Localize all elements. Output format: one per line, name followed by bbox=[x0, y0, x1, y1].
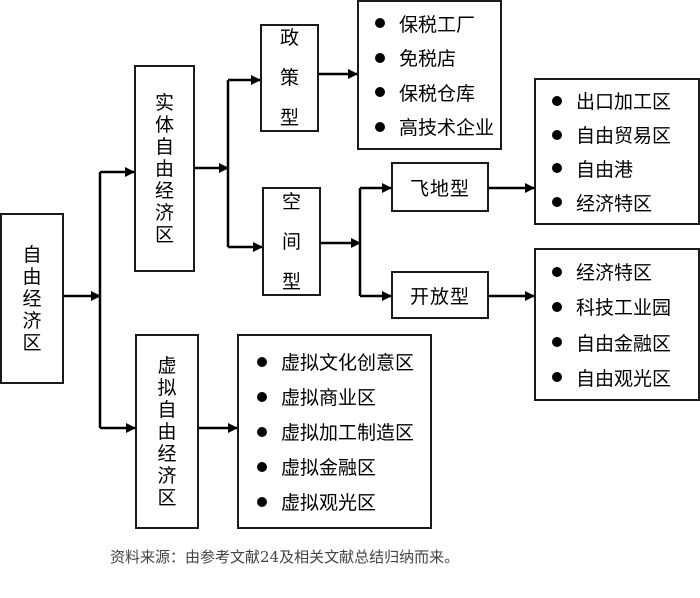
list-item: 虚拟观光区 bbox=[257, 488, 430, 515]
list-item: 虚拟金融区 bbox=[257, 453, 430, 480]
list-item: 高技术企业 bbox=[375, 113, 500, 140]
list-item: 出口加工区 bbox=[552, 87, 698, 114]
list-item-label: 虚拟金融区 bbox=[281, 457, 377, 479]
list-item: 保税仓库 bbox=[375, 79, 500, 106]
list-item: 科技工业园 bbox=[552, 293, 698, 320]
list-item: 虚拟加工制造区 bbox=[257, 418, 430, 445]
enclave-examples-list: 出口加工区 自由贸易区 自由港 经济特区 bbox=[534, 78, 700, 225]
list-item: 免税店 bbox=[375, 44, 500, 71]
list-item: 虚拟商业区 bbox=[257, 383, 430, 410]
label-char: 自 bbox=[157, 398, 177, 421]
label-char: 济 bbox=[154, 201, 174, 224]
label-char: 型 bbox=[279, 107, 299, 129]
list-item-label: 高技术企业 bbox=[399, 117, 495, 140]
virtual-node-label: 虚 拟 自 由 经 济 区 bbox=[137, 336, 197, 527]
label-char: 济 bbox=[157, 464, 177, 487]
node-virtual-free-economic-zone: 虚 拟 自 由 经 济 区 bbox=[135, 334, 199, 529]
label-char: 由 bbox=[154, 157, 174, 180]
list-item: 自由观光区 bbox=[552, 364, 698, 391]
label-char: 区 bbox=[154, 223, 174, 246]
label-char: 自 bbox=[22, 243, 42, 266]
label-char: 间 bbox=[281, 230, 301, 253]
enclave-node-label: 飞地型 bbox=[409, 177, 470, 200]
list-item-label: 自由港 bbox=[576, 158, 634, 181]
bullet-icon bbox=[552, 163, 562, 174]
list-item: 经济特区 bbox=[552, 258, 698, 285]
virtual-examples-list: 虚拟文化创意区 虚拟商业区 虚拟加工制造区 虚拟金融区 虚拟观光区 bbox=[237, 334, 432, 529]
open-examples-list: 经济特区 科技工业园 自由金融区 自由观光区 bbox=[534, 248, 700, 401]
bullet-icon bbox=[552, 95, 562, 106]
list-item: 自由港 bbox=[552, 155, 698, 182]
list-item: 虚拟文化创意区 bbox=[257, 348, 430, 375]
physical-node-label: 实 体 自 由 经 济 区 bbox=[136, 67, 193, 270]
list-item-label: 自由金融区 bbox=[576, 332, 672, 355]
label-char: 区 bbox=[157, 486, 177, 509]
label-char: 经 bbox=[22, 287, 42, 310]
bullet-icon bbox=[552, 372, 562, 383]
list-item-label: 保税仓库 bbox=[399, 82, 476, 105]
list-item: 自由贸易区 bbox=[552, 121, 698, 148]
bullet-icon bbox=[552, 266, 562, 277]
node-open-type: 开放型 bbox=[391, 271, 489, 319]
label-char: 经 bbox=[154, 179, 174, 202]
policy-examples-list: 保税工厂 免税店 保税仓库 高技术企业 bbox=[357, 0, 502, 150]
bullet-icon bbox=[375, 121, 385, 132]
list-item-label: 出口加工区 bbox=[576, 91, 672, 114]
label-char: 济 bbox=[22, 309, 42, 332]
bullet-icon bbox=[375, 52, 385, 63]
bullet-icon bbox=[257, 356, 267, 367]
bullet-icon bbox=[552, 197, 562, 208]
source-caption: 资料来源：由参考文献24及相关文献总结归纳而来。 bbox=[110, 548, 460, 566]
label-char: 实 bbox=[154, 91, 174, 114]
list-item-label: 虚拟加工制造区 bbox=[281, 422, 415, 444]
label-char: 政 bbox=[279, 27, 299, 49]
label-char: 由 bbox=[22, 265, 42, 288]
bullet-icon bbox=[552, 301, 562, 312]
node-enclave-type: 飞地型 bbox=[391, 162, 489, 212]
list-item-label: 免税店 bbox=[399, 48, 457, 71]
policy-node-label: 政 策 型 bbox=[262, 26, 317, 130]
bullet-icon bbox=[257, 426, 267, 437]
root-node-label: 自 由 经 济 区 bbox=[2, 215, 62, 382]
list-item-label: 科技工业园 bbox=[576, 297, 672, 320]
node-policy-type: 政 策 型 bbox=[260, 24, 319, 132]
list-item-label: 经济特区 bbox=[576, 192, 653, 215]
open-node-label: 开放型 bbox=[409, 285, 470, 308]
list-item: 保税工厂 bbox=[375, 10, 500, 37]
bullet-icon bbox=[257, 496, 267, 507]
label-char: 策 bbox=[279, 67, 299, 89]
list-item-label: 虚拟观光区 bbox=[281, 492, 377, 514]
label-char: 拟 bbox=[157, 376, 177, 399]
bullet-icon bbox=[375, 18, 385, 29]
label-char: 型 bbox=[281, 270, 301, 293]
label-char: 空 bbox=[281, 190, 301, 213]
list-item-label: 虚拟商业区 bbox=[281, 387, 377, 409]
node-physical-free-economic-zone: 实 体 自 由 经 济 区 bbox=[134, 65, 195, 272]
list-item-label: 虚拟文化创意区 bbox=[281, 352, 415, 374]
bullet-icon bbox=[375, 87, 385, 98]
label-char: 自 bbox=[154, 135, 174, 158]
spatial-node-label: 空 间 型 bbox=[264, 189, 319, 294]
node-spatial-type: 空 间 型 bbox=[262, 187, 321, 296]
list-item-label: 自由观光区 bbox=[576, 367, 672, 390]
label-char: 由 bbox=[157, 420, 177, 443]
label-char: 区 bbox=[22, 331, 42, 354]
list-item-label: 经济特区 bbox=[576, 262, 653, 285]
bullet-icon bbox=[552, 337, 562, 348]
bullet-icon bbox=[257, 461, 267, 472]
label-char: 经 bbox=[157, 442, 177, 465]
label-char: 体 bbox=[154, 113, 174, 136]
root-node-free-economic-zone: 自 由 经 济 区 bbox=[0, 213, 64, 384]
list-item: 自由金融区 bbox=[552, 329, 698, 356]
list-item-label: 保税工厂 bbox=[399, 13, 476, 36]
bullet-icon bbox=[257, 391, 267, 402]
bullet-icon bbox=[552, 129, 562, 140]
label-char: 虚 bbox=[157, 354, 177, 377]
list-item: 经济特区 bbox=[552, 189, 698, 216]
list-item-label: 自由贸易区 bbox=[576, 125, 672, 148]
